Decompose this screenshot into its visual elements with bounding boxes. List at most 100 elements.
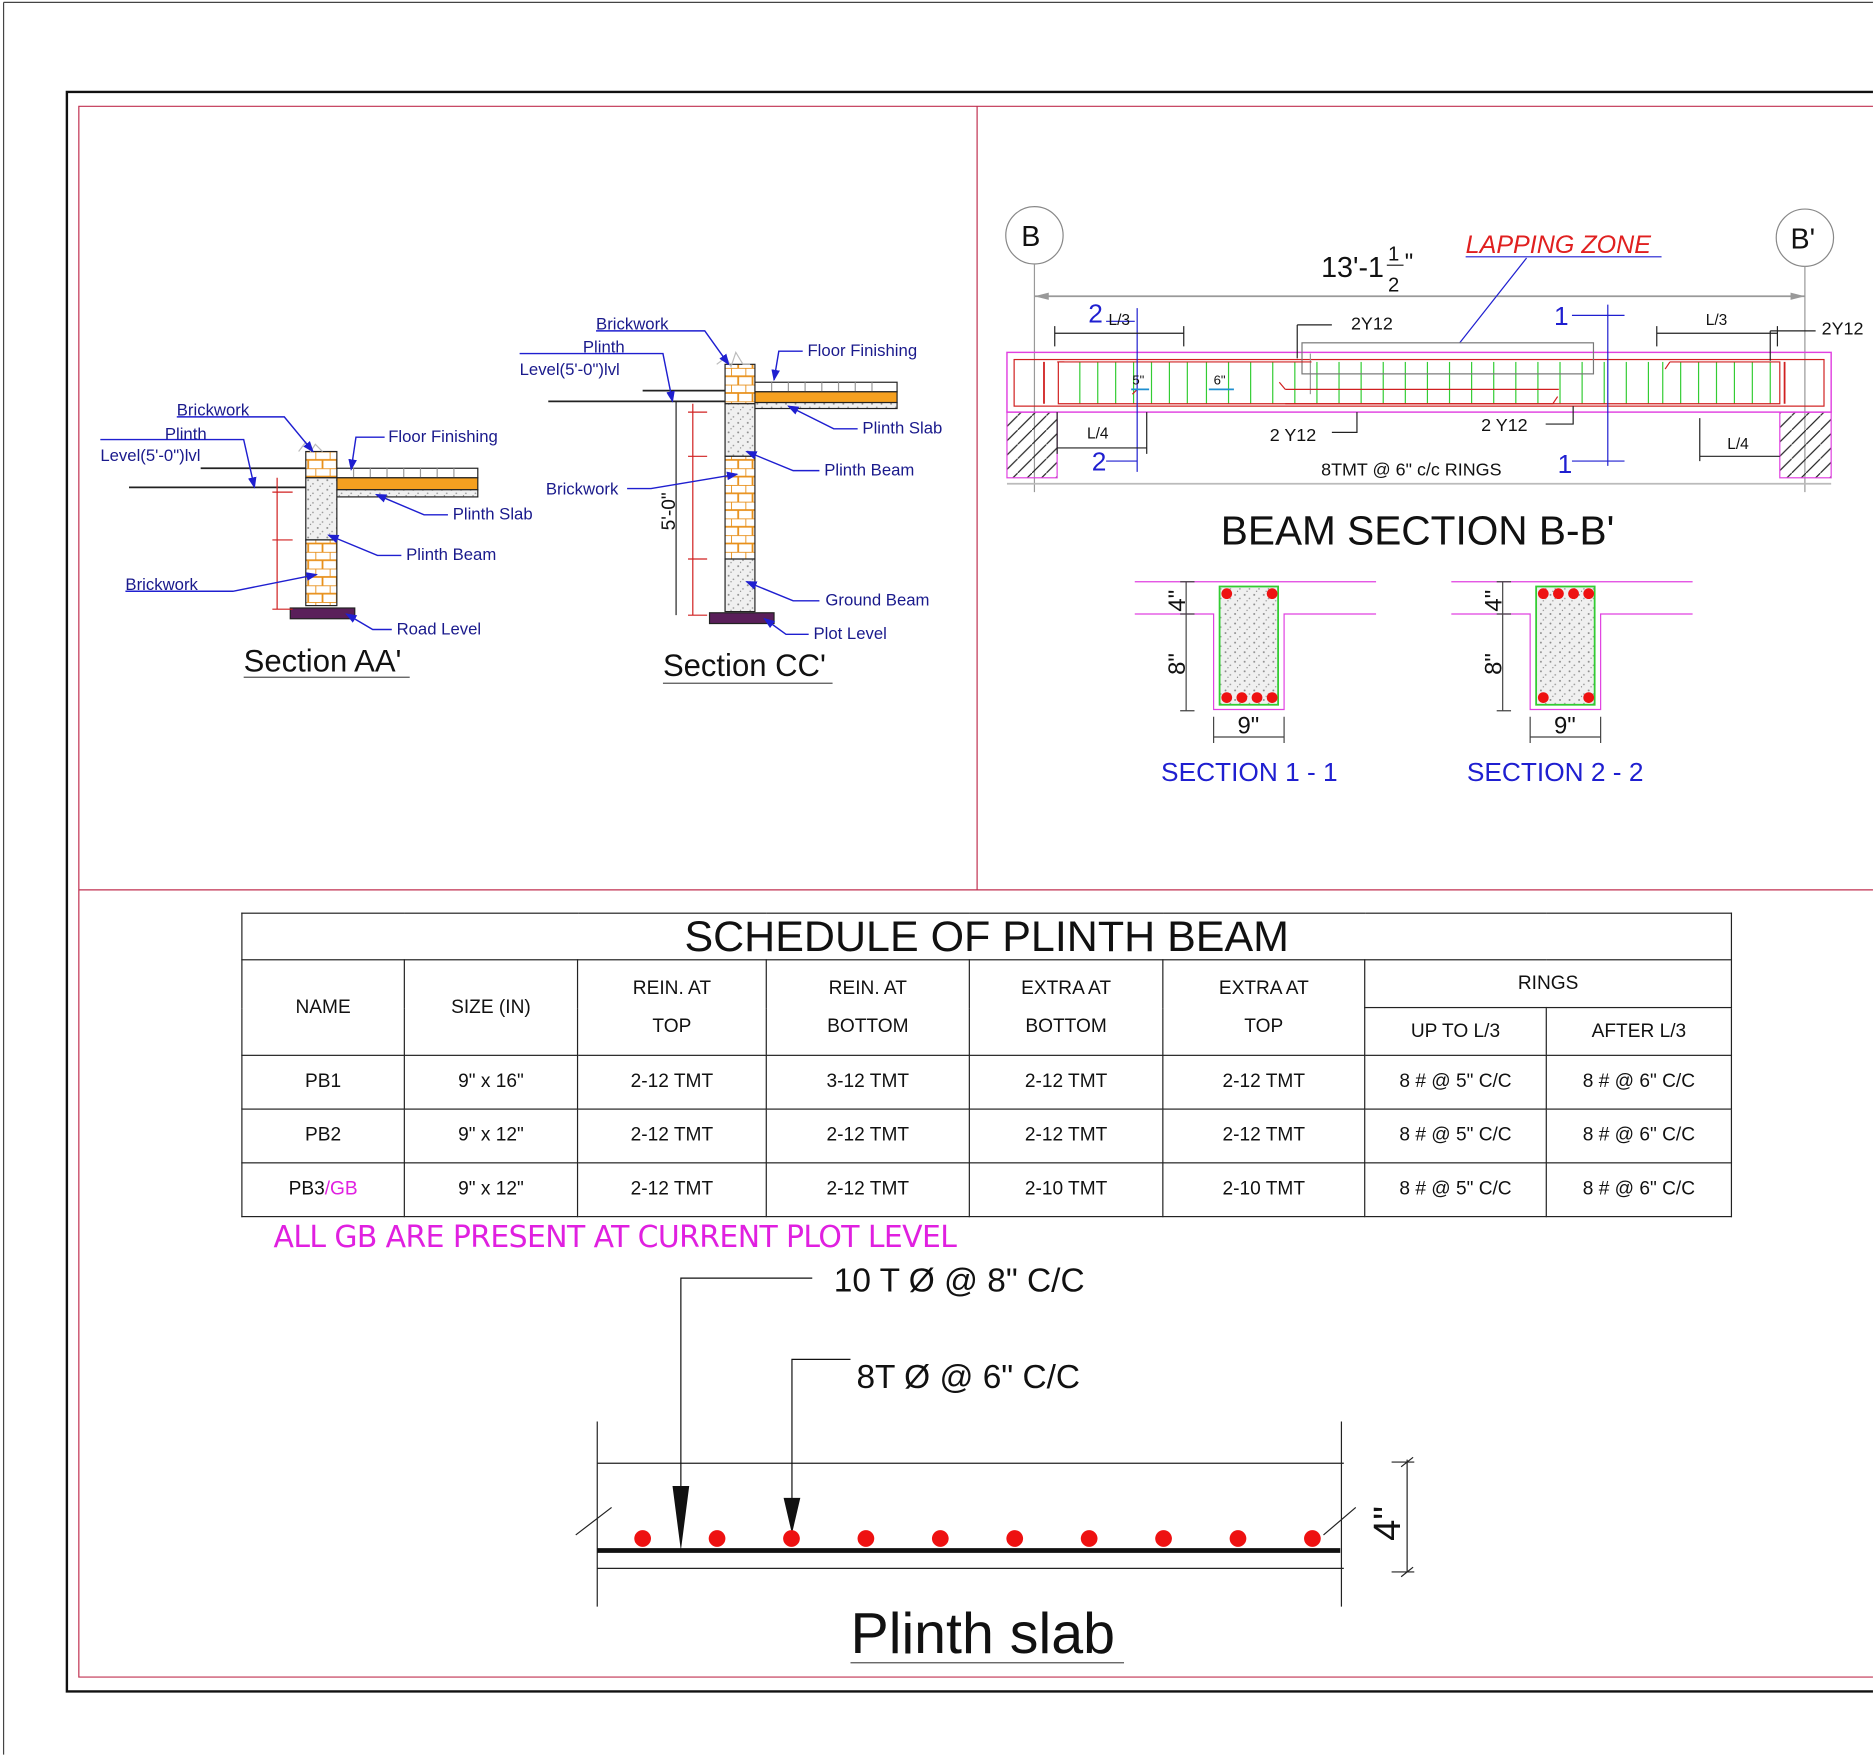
label-plinth-level: Level(5'-0")lvl: [520, 360, 620, 379]
header-line: EXTRA AT: [1021, 977, 1112, 999]
grid-label-b: B: [1021, 221, 1040, 253]
cell-text: 3-12 TMT: [826, 1071, 910, 1092]
section-outline: [1451, 581, 1693, 711]
cell-text: 9" x 12": [458, 1178, 524, 1200]
section-1-depth-beam: 8": [1164, 653, 1191, 675]
stirrup-ring: [1535, 585, 1596, 706]
l3-left-label: L/3: [1108, 312, 1130, 329]
cell-rein-top: 2-12 TMT: [576, 1054, 767, 1110]
dimension-lines: [1496, 581, 1602, 743]
header-extra-bottom: EXTRA AT BOTTOM: [968, 959, 1164, 1056]
section-1-title: SECTION 1 - 1: [1161, 757, 1338, 787]
cell-size: 9" x 12": [403, 1108, 579, 1164]
cell-extra-bottom: 2-12 TMT: [968, 1108, 1164, 1164]
header-size: SIZE (IN): [403, 959, 579, 1056]
slab-rebar-dot: [857, 1530, 875, 1547]
rebar-dot: [1553, 588, 1564, 600]
cell-text: 2-12 TMT: [1222, 1125, 1306, 1146]
section-aa-drawing: [100, 416, 479, 631]
cross-section-2-2: [1451, 581, 1693, 743]
slab-rebar-dot: [1304, 1530, 1321, 1547]
header-rein-bottom: REIN. AT BOTTOM: [765, 959, 970, 1056]
header-line: BOTTOM: [827, 1015, 909, 1037]
cell-rein-bottom: 3-12 TMT: [765, 1054, 970, 1110]
cell-rein-top: 2-12 TMT: [576, 1162, 767, 1218]
label-brickwork: Brickwork: [177, 401, 250, 420]
header-line: TOP: [652, 1015, 692, 1037]
section-marker-2-bottom: 2: [1092, 447, 1107, 477]
cross-section-1-1: [1134, 581, 1377, 743]
cell-text: 2-10 TMT: [1024, 1178, 1108, 1200]
cell-text: 2-12 TMT: [826, 1125, 910, 1146]
schedule-table: SCHEDULE OF PLINTH BEAM NAME SIZE (IN) R…: [241, 912, 1733, 1218]
cell-up-to: 8 # @ 5" C/C: [1364, 1108, 1547, 1164]
cell-text: 8 # @ 5" C/C: [1399, 1178, 1512, 1200]
section-marker-1-bottom: 1: [1558, 449, 1573, 479]
cell-text: 8 # @ 6" C/C: [1582, 1178, 1696, 1200]
plinth-slab-drawing: [575, 1277, 1415, 1607]
cell-text: PB2: [305, 1125, 342, 1146]
cell-after: 8 # @ 6" C/C: [1545, 1054, 1733, 1110]
rebar-dot: [1221, 692, 1233, 703]
grid-label-b-prime: B': [1791, 223, 1816, 255]
header-line: REIN. AT: [632, 977, 712, 999]
cell-text: 2-12 TMT: [826, 1178, 910, 1200]
section-1-width: 9": [1238, 712, 1260, 739]
plinth-slab-title: Plinth slab: [850, 1602, 1115, 1666]
cell-text: 8 # @ 5" C/C: [1399, 1071, 1512, 1092]
slab-rebar-dot: [783, 1530, 800, 1547]
cell-text: PB1: [305, 1071, 342, 1092]
section-cc-title: Section CC': [663, 648, 826, 683]
label-plinth-beam: Plinth Beam: [406, 545, 496, 564]
label-plinth-level: Level(5'-0")lvl: [100, 446, 200, 465]
label-brickwork-mid: Brickwork: [546, 480, 619, 499]
header-rein-top: REIN. AT TOP: [576, 959, 767, 1056]
header-after-l3: AFTER L/3: [1545, 1006, 1733, 1056]
cell-name: PB3/GB: [241, 1162, 405, 1218]
label-plinth-slab: Plinth Slab: [453, 505, 533, 524]
section-aa-title: Section AA': [244, 643, 402, 678]
header-line: REIN. AT: [828, 977, 907, 999]
label-plot-level: Plot Level: [813, 624, 886, 643]
cell-extra-top: 2-10 TMT: [1162, 1162, 1366, 1218]
rebar-dot: [1537, 588, 1549, 600]
span-fraction-den: 2: [1388, 274, 1399, 296]
cell-extra-top: 2-12 TMT: [1162, 1108, 1366, 1164]
header-up-to-l3: UP TO L/3: [1364, 1006, 1547, 1056]
section-2-depth-top: 4": [1480, 590, 1507, 612]
cell-extra-bottom: 2-10 TMT: [968, 1162, 1164, 1218]
section-marker-1-top: 1: [1554, 301, 1569, 331]
label-plinth-beam: Plinth Beam: [824, 460, 914, 479]
cell-extra-bottom: 2-12 TMT: [968, 1054, 1164, 1110]
label-floor-finishing: Floor Finishing: [388, 427, 498, 446]
label-plinth: Plinth: [165, 425, 207, 444]
rebar-dot: [1236, 692, 1248, 703]
spacing-6-label: 6": [1214, 373, 1226, 388]
span-fraction-num: 1: [1388, 243, 1399, 265]
rebar-dot: [1568, 588, 1579, 600]
cell-text: 2-10 TMT: [1222, 1178, 1306, 1200]
label-brickwork: Brickwork: [596, 315, 669, 334]
cell-after: 8 # @ 6" C/C: [1545, 1162, 1733, 1218]
bar-label-top-right: 2Y12: [1822, 318, 1864, 338]
cell-name: PB2: [241, 1108, 405, 1164]
rebar-dot: [1266, 692, 1278, 703]
header-line: BOTTOM: [1025, 1015, 1107, 1037]
label-brickwork-lower: Brickwork: [125, 575, 198, 594]
header-line: EXTRA AT: [1218, 977, 1309, 999]
cell-size: 9" x 16": [403, 1054, 579, 1110]
section-2-title: SECTION 2 - 2: [1467, 757, 1644, 787]
cell-text: 2-12 TMT: [1222, 1071, 1306, 1092]
main-bars-label: 10 T Ø @ 8" C/C: [834, 1262, 1085, 1299]
slab-rebar-dot: [1080, 1530, 1098, 1547]
cell-text: 2-12 TMT: [630, 1125, 714, 1146]
section-1-depth-top: 4": [1164, 590, 1191, 612]
l4-right-label: L/4: [1727, 436, 1749, 453]
cell-after: 8 # @ 6" C/C: [1545, 1108, 1733, 1164]
cell-up-to: 8 # @ 5" C/C: [1364, 1054, 1547, 1110]
slab-thickness-label: 4": [1366, 1506, 1409, 1541]
schedule-title: SCHEDULE OF PLINTH BEAM: [241, 912, 1733, 961]
